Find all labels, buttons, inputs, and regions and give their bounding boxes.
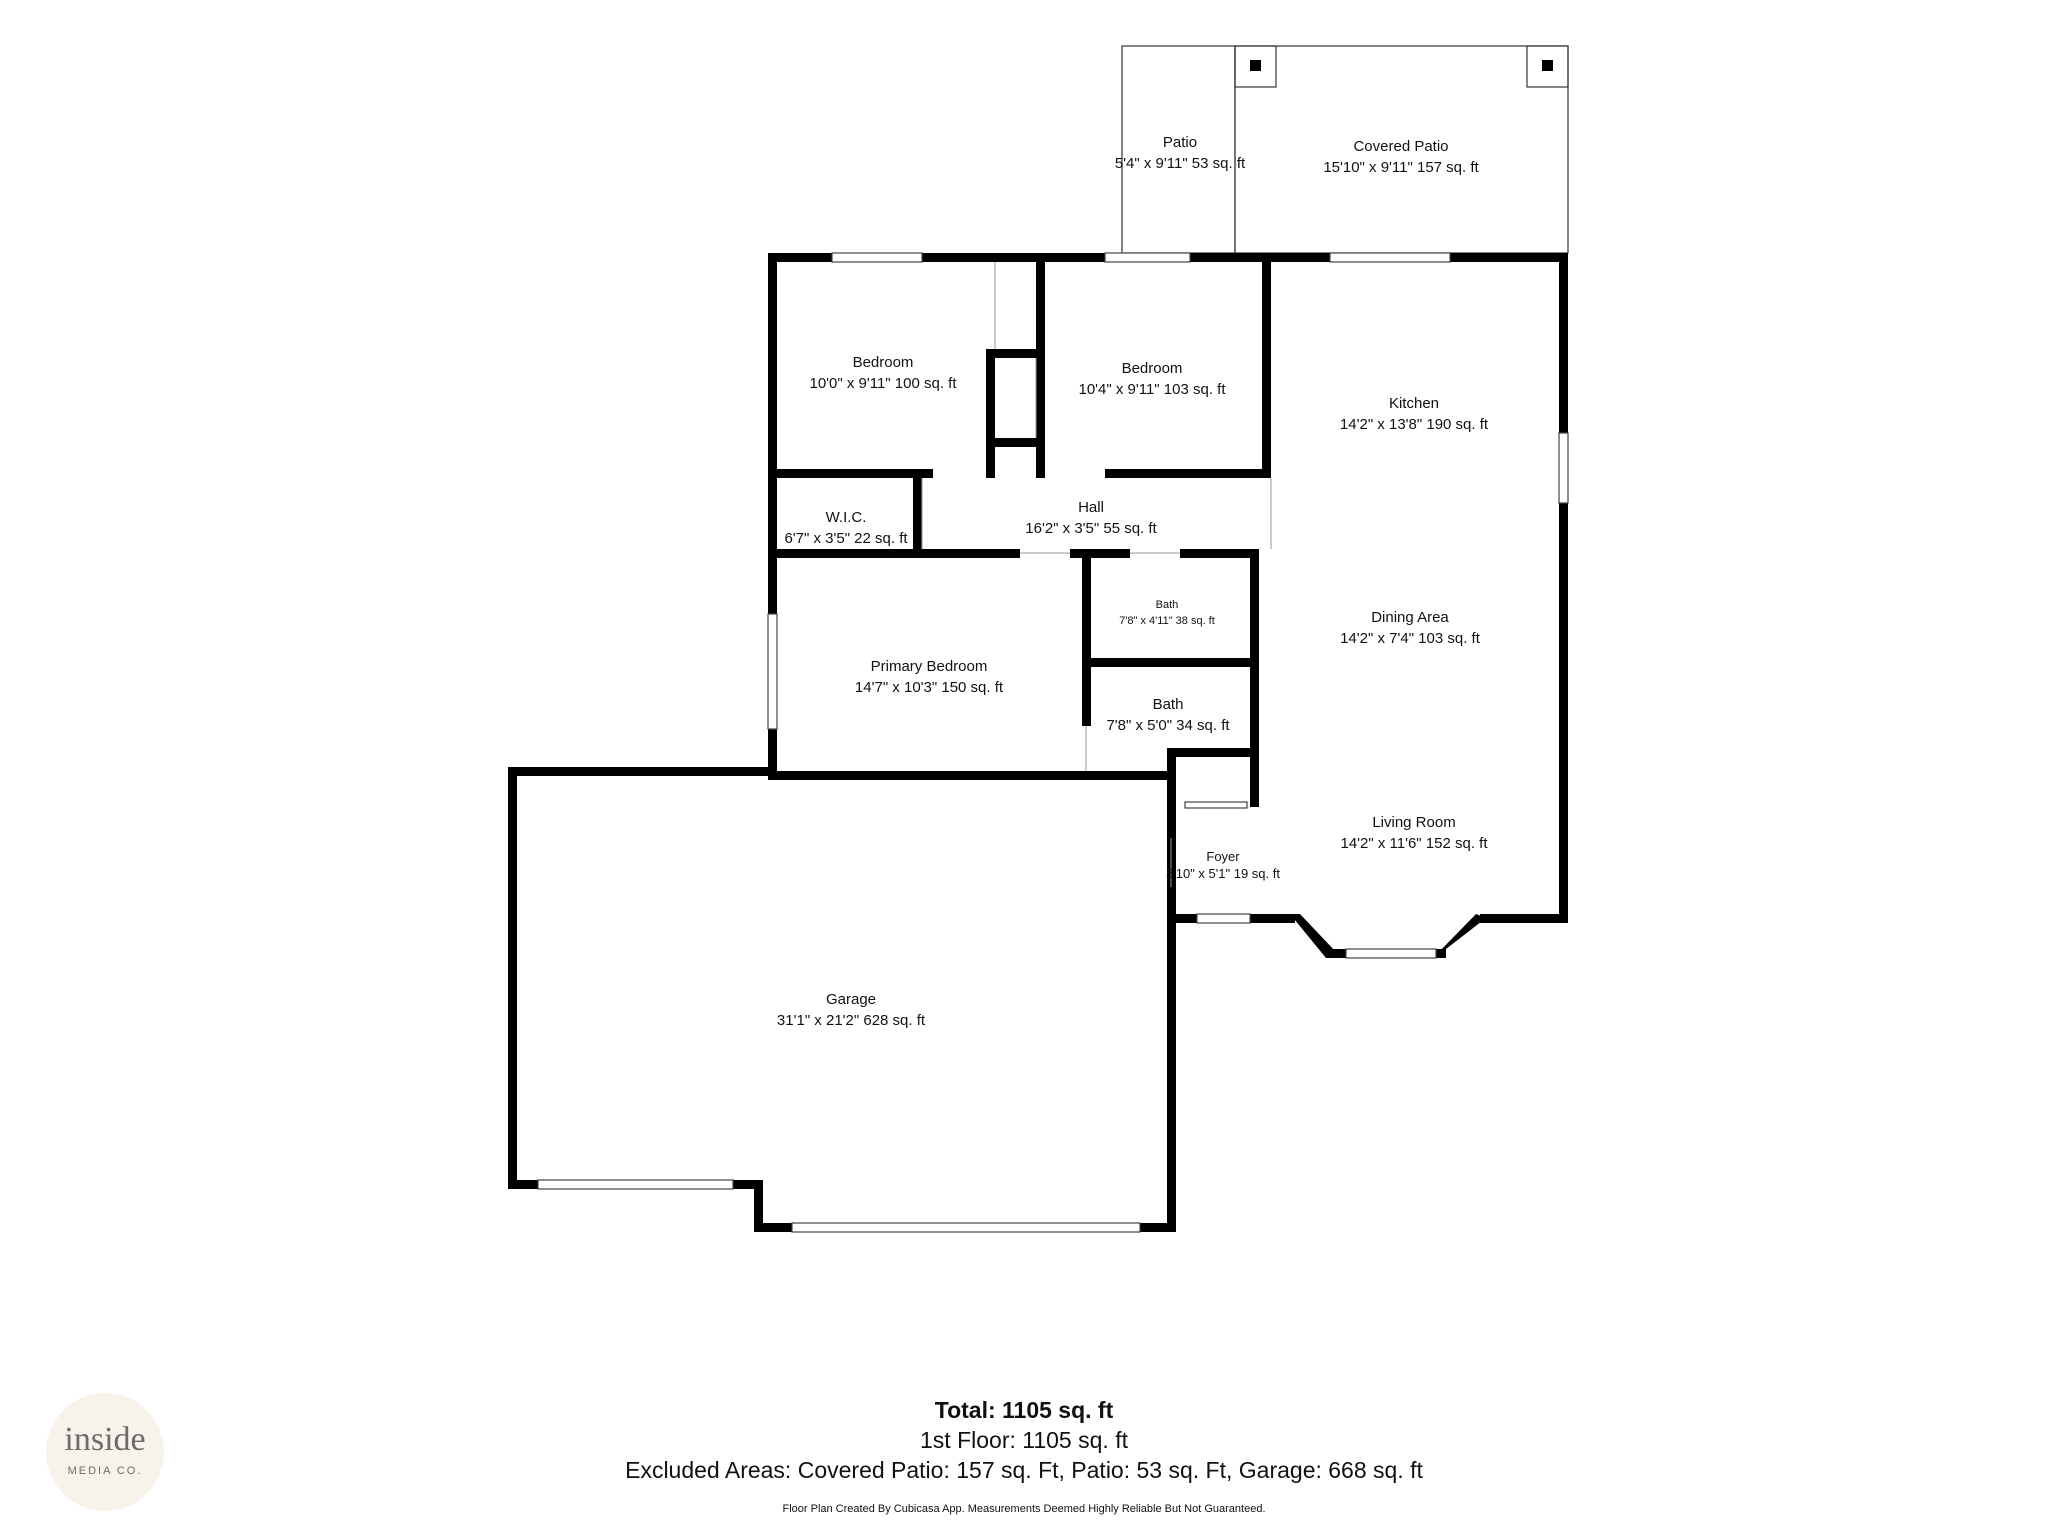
dining-area-dims: 14'2" x 7'4" 103 sq. ft bbox=[1340, 630, 1481, 647]
garage-dims: 31'1" x 21'2" 628 sq. ft bbox=[777, 1012, 926, 1029]
wic-dims: 6'7" x 3'5" 22 sq. ft bbox=[784, 530, 908, 547]
bedroom-2-dims: 10'4" x 9'11" 103 sq. ft bbox=[1078, 381, 1226, 398]
windows bbox=[537, 252, 1569, 1233]
kitchen-dims: 14'2" x 13'8" 190 sq. ft bbox=[1340, 416, 1489, 433]
logo-line-1: inside bbox=[64, 1421, 146, 1458]
footnote: Floor Plan Created By Cubicasa App. Meas… bbox=[782, 1503, 1266, 1515]
logo-line-2: MEDIA CO. bbox=[67, 1465, 143, 1477]
excluded-areas: Excluded Areas: Covered Patio: 157 sq. F… bbox=[625, 1457, 1423, 1483]
total-area: Total: 1105 sq. ft bbox=[934, 1397, 1114, 1423]
patio-name: Patio bbox=[1163, 134, 1197, 151]
room-labels: Patio 5'4" x 9'11" 53 sq. ft Covered Pat… bbox=[777, 134, 1489, 1029]
first-floor-area: 1st Floor: 1105 sq. ft bbox=[920, 1427, 1128, 1453]
bath-1-dims: 7'8" x 4'11" 38 sq. ft bbox=[1119, 615, 1215, 627]
bath-2-name: Bath bbox=[1153, 696, 1184, 713]
patio-dims: 5'4" x 9'11" 53 sq. ft bbox=[1115, 155, 1246, 172]
area-summary: Total: 1105 sq. ft 1st Floor: 1105 sq. f… bbox=[0, 1395, 2048, 1485]
primary-bedroom-name: Primary Bedroom bbox=[871, 658, 988, 675]
garage-name: Garage bbox=[826, 991, 876, 1008]
kitchen-name: Kitchen bbox=[1389, 395, 1439, 412]
covered-patio-name: Covered Patio bbox=[1353, 138, 1448, 155]
bedroom-1-name: Bedroom bbox=[853, 354, 914, 371]
bath-2-dims: 7'8" x 5'0" 34 sq. ft bbox=[1106, 717, 1230, 734]
covered-patio-dims: 15'10" x 9'11" 157 sq. ft bbox=[1323, 159, 1479, 176]
bedroom-2-name: Bedroom bbox=[1122, 360, 1183, 377]
dining-area-name: Dining Area bbox=[1371, 609, 1449, 626]
interior-walls bbox=[768, 253, 1271, 923]
hall-name: Hall bbox=[1078, 499, 1104, 516]
living-room-dims: 14'2" x 11'6" 152 sq. ft bbox=[1340, 835, 1488, 852]
foyer-name: Foyer bbox=[1206, 849, 1240, 864]
bath-1-name: Bath bbox=[1156, 599, 1179, 611]
inside-media-logo: inside MEDIA CO. bbox=[46, 1393, 164, 1511]
wic-name: W.I.C. bbox=[826, 509, 867, 526]
hall-dims: 16'2" x 3'5" 55 sq. ft bbox=[1025, 520, 1157, 537]
primary-bedroom-dims: 14'7" x 10'3" 150 sq. ft bbox=[855, 679, 1004, 696]
living-room-name: Living Room bbox=[1372, 814, 1455, 831]
foyer-dims: 3'10" x 5'1" 19 sq. ft bbox=[1166, 866, 1280, 881]
bedroom-1-dims: 10'0" x 9'11" 100 sq. ft bbox=[809, 375, 957, 392]
door-gaps bbox=[921, 262, 1272, 887]
